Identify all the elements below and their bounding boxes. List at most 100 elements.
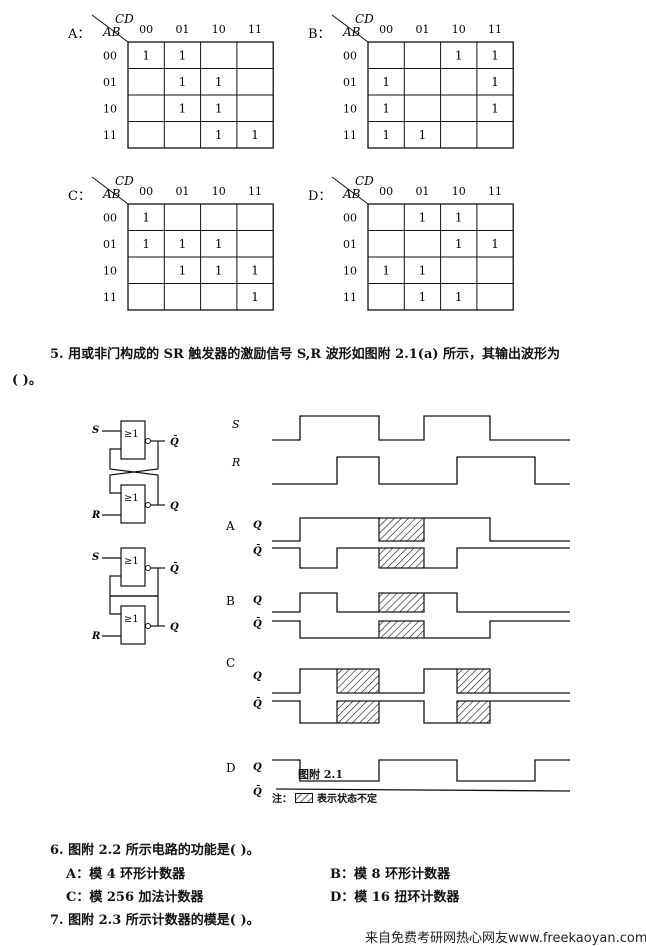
output-label: Q̄ bbox=[170, 563, 179, 575]
kmap-diagonal bbox=[331, 176, 369, 205]
kmap-cell-one: 1 bbox=[382, 101, 390, 115]
kmap-label: D： bbox=[308, 189, 331, 204]
waveform-line bbox=[272, 620, 570, 639]
qbar-label: Q̄ bbox=[253, 786, 262, 798]
feedback-wire bbox=[109, 441, 159, 494]
kmap-col-label: 10 bbox=[452, 23, 466, 36]
indeterminate-region bbox=[336, 700, 380, 724]
indeterminate-region bbox=[378, 620, 425, 639]
kmap-row-label: 01 bbox=[343, 76, 357, 89]
kmap-cell-one: 1 bbox=[215, 237, 223, 251]
nor-gate bbox=[120, 420, 146, 460]
kmap-diagonal bbox=[91, 14, 129, 43]
kmap-cell-one: 1 bbox=[142, 48, 150, 62]
waveform-d-qbar bbox=[275, 788, 571, 792]
kmap-row-label: 11 bbox=[103, 291, 117, 304]
qbar-label: Q̄ bbox=[253, 545, 262, 557]
q-label: Q bbox=[253, 520, 262, 531]
kmap-label: B： bbox=[308, 27, 331, 42]
gate-label: ≥1 bbox=[124, 429, 139, 440]
waveform-a-qbar bbox=[272, 547, 570, 569]
kmap-col-label: 00 bbox=[139, 23, 153, 36]
waveform-line bbox=[272, 759, 570, 782]
waveform-line bbox=[272, 592, 570, 613]
kmap-col-label: 10 bbox=[452, 185, 466, 198]
question-6-stem: 6. 图附 2.2 所示电路的功能是( )。 bbox=[50, 843, 260, 858]
indeterminate-region bbox=[336, 668, 380, 694]
waveform-line bbox=[272, 547, 570, 569]
feedback-wire bbox=[109, 568, 159, 615]
kmap-row-label: 01 bbox=[103, 76, 117, 89]
indeterminate-region bbox=[456, 700, 491, 724]
kmap-cell-one: 1 bbox=[179, 48, 187, 62]
option-label-c: C bbox=[226, 656, 235, 670]
kmap-row-label: 10 bbox=[343, 264, 357, 277]
kmap-cell-one: 1 bbox=[455, 48, 463, 62]
q-label: Q bbox=[253, 762, 262, 773]
waveform-c-qbar bbox=[272, 700, 570, 724]
kmap-cell-one: 1 bbox=[251, 263, 259, 277]
kmap-cell-one: 1 bbox=[419, 290, 427, 304]
kmap-col-label: 10 bbox=[212, 185, 226, 198]
kmap-col-label: 01 bbox=[175, 23, 189, 36]
kmap-col-label: 01 bbox=[415, 185, 429, 198]
kmap-diagonal bbox=[91, 176, 129, 205]
indeterminate-region bbox=[378, 517, 425, 542]
kmap-col-label: 01 bbox=[415, 23, 429, 36]
waveform-b-q bbox=[272, 592, 570, 613]
kmap-cell-one: 1 bbox=[251, 128, 259, 142]
kmap-cell-one: 1 bbox=[142, 210, 150, 224]
q6-option-c: C：模 256 加法计数器 bbox=[66, 890, 204, 905]
kmap-col-label: 00 bbox=[379, 23, 393, 36]
kmap-cell-one: 1 bbox=[382, 128, 390, 142]
output-label: Q bbox=[170, 501, 179, 512]
nor-gate bbox=[120, 484, 146, 524]
kmap-cell-one: 1 bbox=[455, 290, 463, 304]
kmap-cell-one: 1 bbox=[179, 101, 187, 115]
kmap-diagonal bbox=[331, 14, 369, 43]
inverter-bubble bbox=[145, 438, 151, 444]
kmap-row-label: 01 bbox=[103, 238, 117, 251]
kmap-cell-one: 1 bbox=[491, 75, 499, 89]
q6-option-d: D：模 16 扭环计数器 bbox=[330, 890, 460, 905]
kmap-label: C： bbox=[68, 189, 91, 204]
kmap-cell-one: 1 bbox=[142, 237, 150, 251]
kmap-col-label: 11 bbox=[488, 185, 502, 198]
kmap-row-var: AB bbox=[342, 187, 361, 201]
kmap-col-label: 11 bbox=[248, 185, 262, 198]
kmap-col-label: 11 bbox=[248, 23, 262, 36]
input-r-label: R bbox=[91, 510, 100, 521]
inverter-bubble bbox=[145, 502, 151, 508]
kmap-row-label: 00 bbox=[343, 49, 357, 62]
question-5-blank: ( )。 bbox=[12, 373, 42, 388]
kmap-col-label: 11 bbox=[488, 23, 502, 36]
waveform-line bbox=[272, 517, 570, 542]
nor-gate bbox=[120, 547, 146, 587]
kmap-cell-one: 1 bbox=[179, 263, 187, 277]
kmap-row-label: 10 bbox=[103, 102, 117, 115]
kmap-col-label: 00 bbox=[139, 185, 153, 198]
question-7-stem: 7. 图附 2.3 所示计数器的模是( )。 bbox=[50, 913, 260, 928]
waveform-r bbox=[272, 456, 570, 485]
gate-label: ≥1 bbox=[124, 614, 139, 625]
kmap-row-label: 01 bbox=[343, 238, 357, 251]
label-s: S bbox=[232, 418, 240, 431]
waveform-line bbox=[272, 700, 570, 724]
option-label-a: A bbox=[225, 519, 235, 533]
waveform-a-q bbox=[272, 517, 570, 542]
kmap-cell-one: 1 bbox=[215, 128, 223, 142]
kmap-col-label: 00 bbox=[379, 185, 393, 198]
option-label-d: D bbox=[226, 761, 236, 775]
label-r: R bbox=[231, 456, 240, 469]
kmap-col-var: CD bbox=[355, 12, 374, 26]
kmap-col-var: CD bbox=[115, 12, 134, 26]
kmap-cell-one: 1 bbox=[382, 263, 390, 277]
kmap-cell-one: 1 bbox=[491, 237, 499, 251]
waveform-s bbox=[272, 415, 570, 441]
note-text: 表示状态不定 bbox=[316, 794, 377, 805]
